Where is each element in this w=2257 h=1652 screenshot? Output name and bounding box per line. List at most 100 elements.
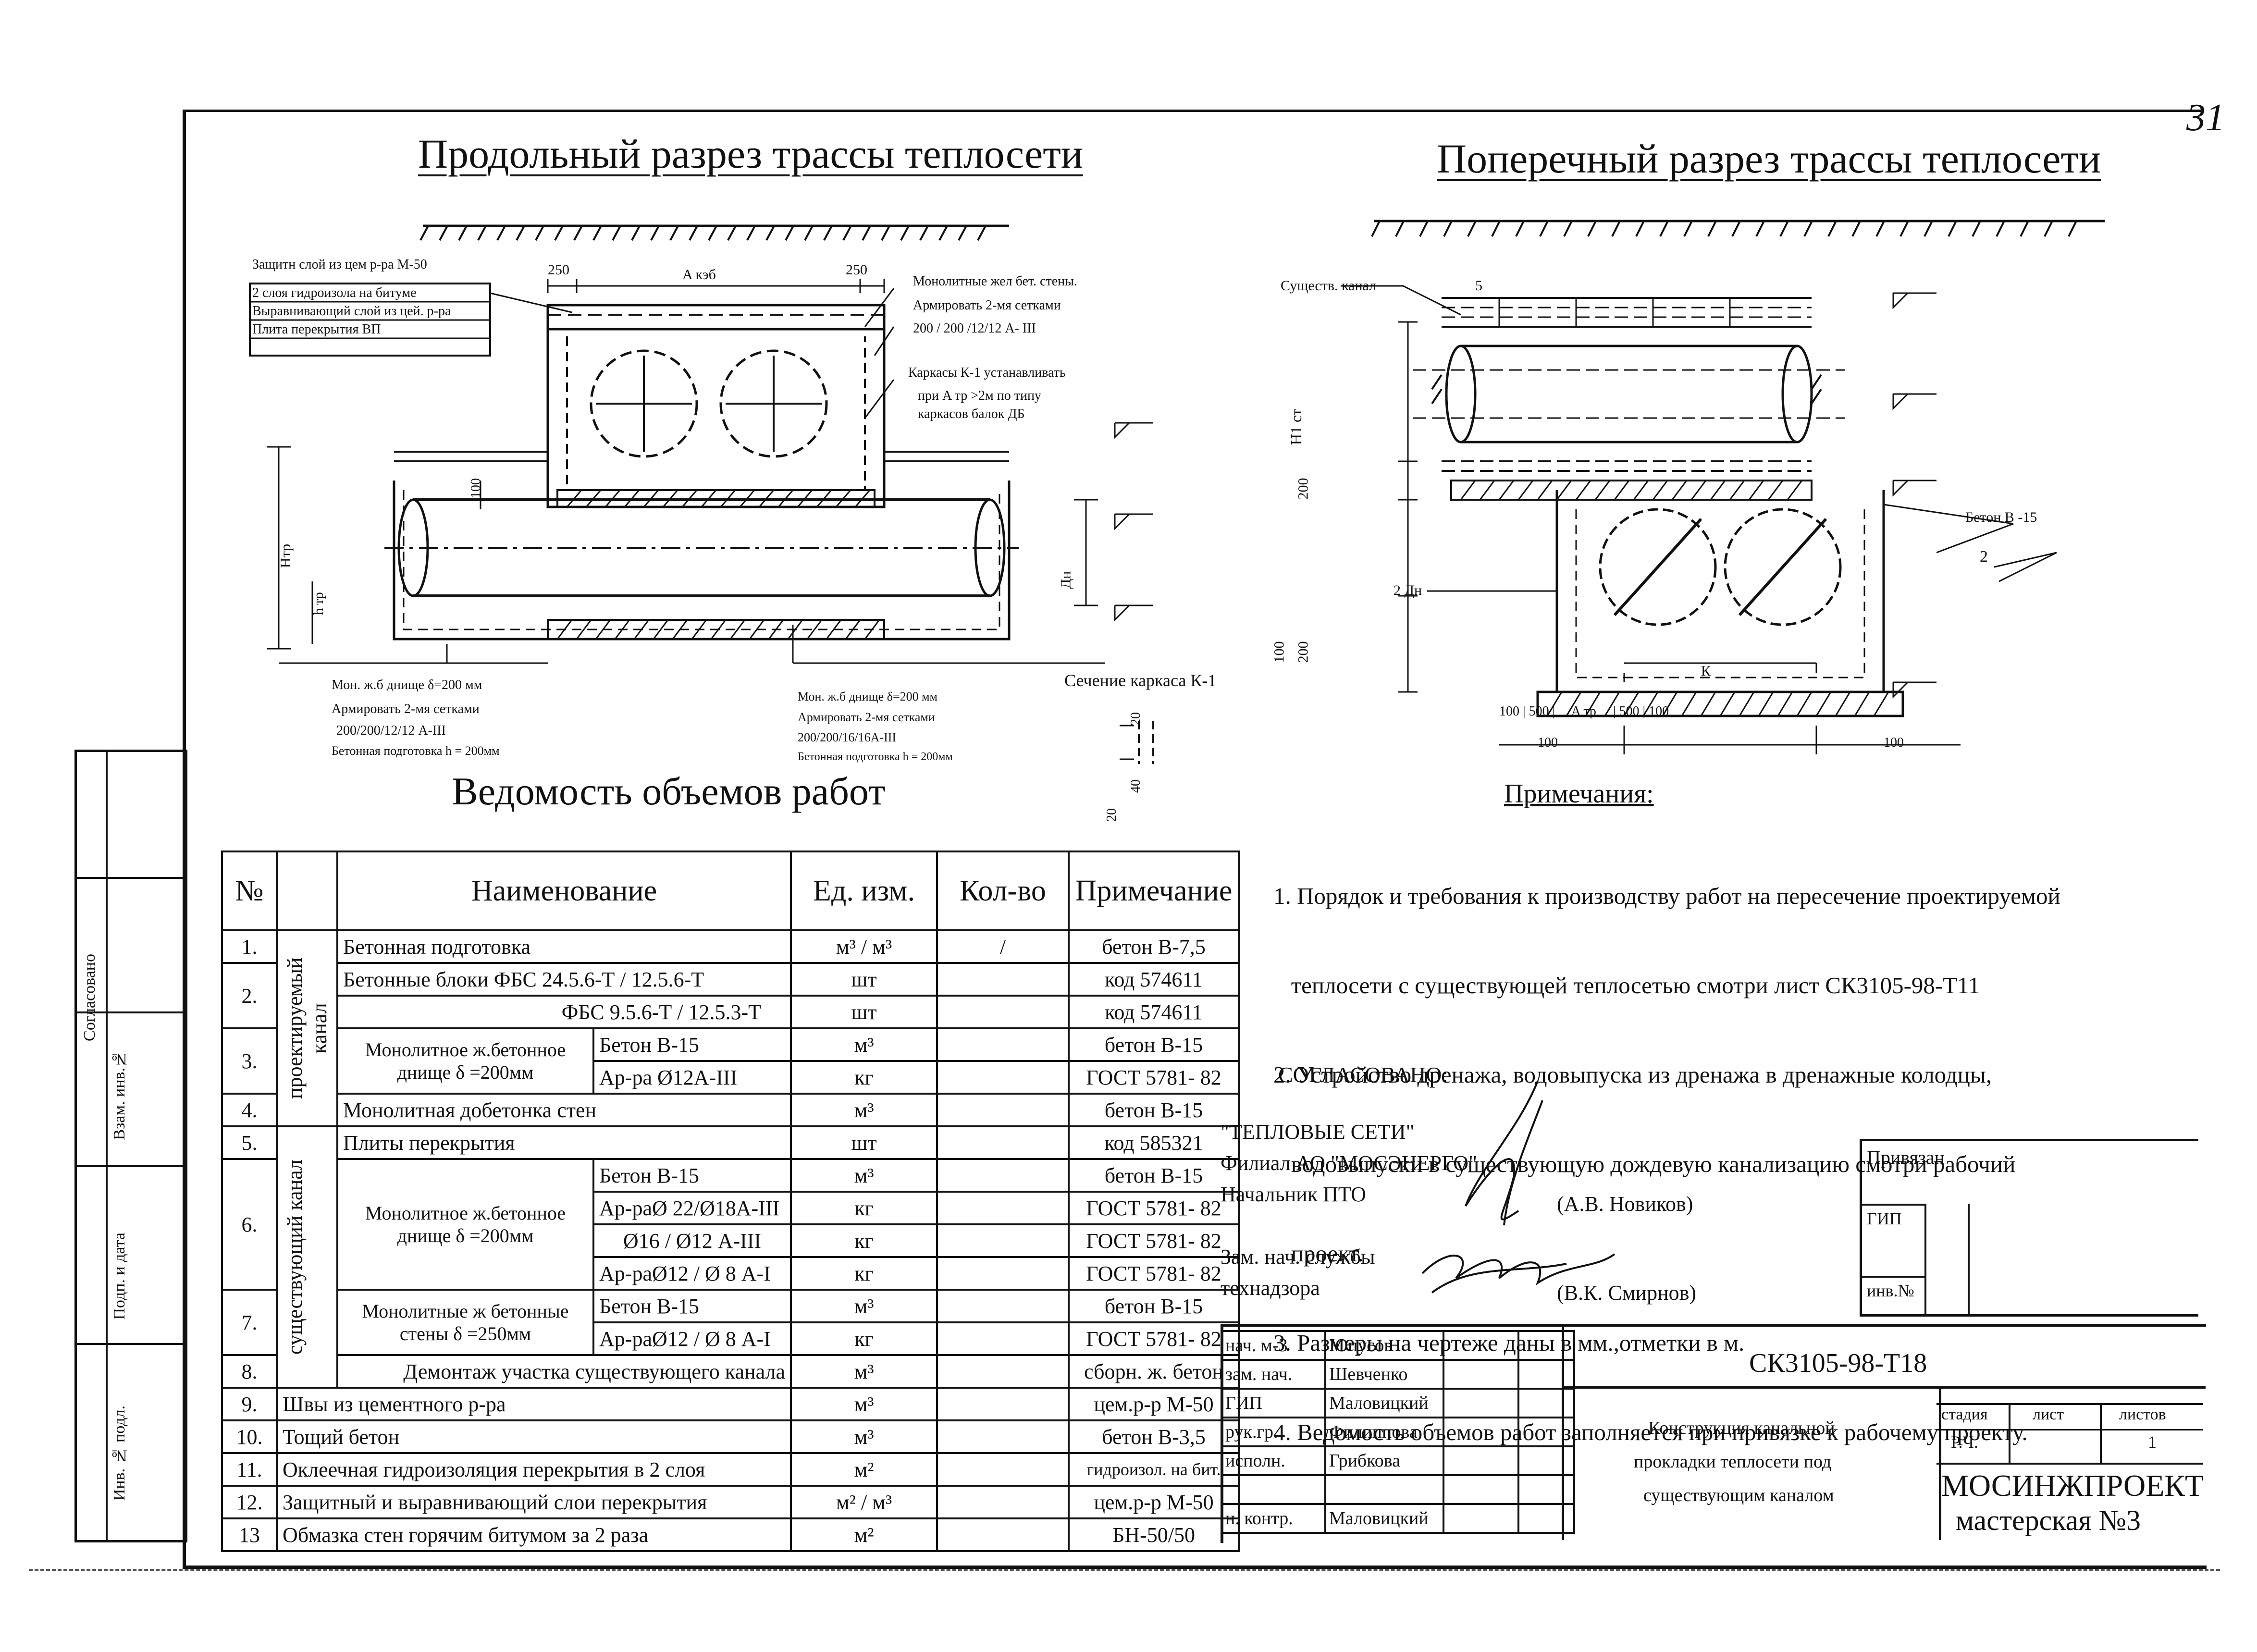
table-row: 9. Швы из цементного р-ра м³ цем.р-р М-5… <box>221 1387 1240 1421</box>
binding-title: Привязан <box>1867 1147 1945 1168</box>
dim-200b: 200 <box>1295 641 1311 663</box>
stamp-code: СК3105-98-Т18 <box>1749 1348 1927 1378</box>
dim-100-cross: 100 <box>1271 641 1287 663</box>
stamp-stage-value: Р.Ч. <box>1951 1432 1978 1452</box>
approval-org-1: "ТЕПЛОВЫЕ СЕТИ" <box>1221 1120 1415 1144</box>
dim-k: К <box>1701 663 1711 679</box>
stamp-row: зам. нач.Шевченко <box>1221 1359 1575 1390</box>
dim-h-tr: Hтр <box>278 543 294 568</box>
stamp-sheets-header: листов <box>2119 1405 2166 1423</box>
table-row: 12. Защитный и выравнивающий слои перекр… <box>221 1485 1240 1519</box>
dim-span: A кэб <box>682 267 716 283</box>
section-dim-40: 40 <box>1128 779 1143 793</box>
approval-role-2a: Зам. нач. службы <box>1221 1245 1375 1269</box>
stamp-row: исполн.Грибкова <box>1221 1445 1575 1476</box>
signature-scribbles <box>1421 1081 1616 1294</box>
stamp-row: рук.гр.Филиппова <box>1221 1417 1575 1447</box>
header-unit: Ед. изм. <box>790 851 938 931</box>
binding-box: Привязан ГИП инв.№ <box>1860 1139 2198 1317</box>
table-row: 7. Монолитные ж бетонные стены δ =250мм … <box>221 1289 1240 1356</box>
stamp-stage-grid <box>1936 1403 2203 1465</box>
stamp-desc-2: прокладки теплосети под <box>1634 1452 1832 1472</box>
dim-dn: Дн <box>1058 571 1074 589</box>
table-row: 6. Монолитное ж.бетонное днище δ =200мм … <box>221 1158 1240 1291</box>
binding-row-gip: ГИП <box>1867 1209 1902 1228</box>
approval-org-2: Филиал АО "МОСЭНЕРГО" <box>1221 1151 1478 1175</box>
longitudinal-section-drawing <box>249 224 1154 764</box>
table-row: 10. Тощий бетон м³ бетон В-3,5 <box>221 1419 1240 1454</box>
table-row: ФБС 9.5.6-Т / 12.5.3-Т шт код 574611 <box>222 995 1240 1029</box>
section-k1-title: Сечение каркаса К-1 <box>1064 671 1217 690</box>
group-label-existing: существующий канал <box>283 1159 307 1355</box>
side-label-inv-no: Инв. № подл. <box>111 1405 128 1501</box>
top-frame-line <box>183 110 2203 112</box>
dim-200a: 200 <box>1295 478 1311 500</box>
bottom-right-note-3: 200/200/16/16А-III <box>798 730 897 744</box>
bottom-left-note-2: Армировать 2-мя сетками <box>332 702 480 716</box>
section-dim-20b: 20 <box>1104 808 1119 822</box>
table-row: 13 Обмазка стен горячим битумом за 2 раз… <box>221 1517 1240 1552</box>
dim-100: 100 <box>469 478 483 498</box>
notes-list: 1. Порядок и требования к производству р… <box>1273 822 2060 1477</box>
table-row: 3. Монолитное ж.бетонное днище δ =200мм … <box>221 1027 1240 1095</box>
bottom-right-note-1: Мон. ж.б днище δ=200 мм <box>798 690 938 703</box>
dim-2dn: 2 Дн <box>1394 582 1422 598</box>
section-dim-20a: 20 <box>1128 712 1143 726</box>
layer-label-leveling: Выравнивающий слой из цей. р-ра <box>252 304 451 319</box>
dim-250-right: 250 <box>846 262 867 278</box>
note-line: проект. <box>1273 1240 1364 1267</box>
binding-row-inv: инв.№ <box>1867 1281 1914 1300</box>
label-mark-2: 2 <box>1980 548 1988 566</box>
table-row: 11. Оклеечная гидроизоляция перекрытия в… <box>221 1452 1240 1487</box>
title-longitudinal: Продольный разрез трассы теплосети <box>418 131 1083 177</box>
table-row: Ар-раØ12 / Ø 8 А-I кг ГОСТ 5781- 82 <box>222 1256 1240 1291</box>
table-row: 4. Монолитная добетонка стен м³ бетон В-… <box>221 1093 1240 1127</box>
note-line: водовыпуски в существующую дождевую кана… <box>1273 1151 2016 1177</box>
agreed-label: СОГЛАСОВАНО: <box>1278 1062 1448 1087</box>
group-label-projected: проектируемый канал <box>283 957 331 1099</box>
dim-250-left: 250 <box>548 262 569 278</box>
stamp-org: МОСИНЖПРОЕКТ <box>1941 1468 2204 1503</box>
label-existing-channel: Существ. канал <box>1281 278 1377 294</box>
layer-label-waterproof: 2 слоя гидроизола на битуме <box>252 285 417 300</box>
side-approval-block: Согласовано Взам. инв.№ Подп. и дата Инв… <box>74 750 187 1542</box>
bottom-left-note-4: Бетонная подготовка h = 200мм <box>332 744 500 758</box>
notes-title: Примечания: <box>1504 779 1654 809</box>
drawing-frame <box>183 110 2207 1569</box>
dim-h1: H1 ст <box>1287 408 1305 445</box>
stamp-stage-header: стадия <box>1941 1405 1988 1423</box>
table-row: Ø16 / Ø12 А-III кг ГОСТ 5781- 82 <box>222 1223 1240 1258</box>
bottom-dim-100-right: 100 <box>1884 735 1904 750</box>
label-concrete-b15: Бетон В -15 <box>1965 509 2037 525</box>
table-row: Ар-раØ 22/Ø18А-III кг ГОСТ 5781- 82 <box>222 1191 1240 1225</box>
layer-label-protective: Защитн слой из цем р-ра М-50 <box>252 257 427 272</box>
table-row: 2. Бетонные блоки ФБС 24.5.6-Т / 12.5.6-… <box>221 962 1240 1029</box>
stamp-workshop: мастерская №3 <box>1956 1504 2141 1536</box>
cross-section-drawing <box>1341 220 2105 754</box>
dim-h-tr-small: h тр <box>311 592 326 615</box>
scan-bottom-edge <box>29 1569 2220 1571</box>
label-reinforce-walls: Армировать 2-мя сетками <box>913 298 1061 313</box>
side-label-replaced: Взам. инв.№ <box>111 1050 128 1140</box>
note-line: 2. Устройство дренажа, водовыпуска из др… <box>1273 1061 1992 1088</box>
bottom-left-note-3: 200/200/12/12 А-III <box>336 723 446 738</box>
header-no: № <box>221 851 278 931</box>
bottom-left-note-1: Мон. ж.б днище δ=200 мм <box>332 678 482 692</box>
bottom-dim-chain: 100 | 500 | A тр | 500 | 100 <box>1499 704 1669 719</box>
table-row: Ар-раØ12 / Ø 8 А-I кг ГОСТ 5781- 82 <box>222 1321 1240 1356</box>
label-monolith-walls: Монолитные жел бет. стены. <box>913 274 1077 289</box>
dim-5: 5 <box>1475 278 1482 294</box>
label-frames-2: при A тр >2м по типу <box>918 388 1041 403</box>
label-frames-1: Каркасы К-1 устанавливать <box>908 365 1066 380</box>
header-qty: Кол-во <box>936 851 1070 931</box>
side-label-agreed: Согласовано <box>81 954 99 1041</box>
stamp-row <box>1221 1474 1575 1505</box>
bottom-dim-100-left: 100 <box>1538 735 1558 750</box>
header-note: Примечание <box>1068 851 1240 931</box>
side-label-sign-date: Подп. и дата <box>111 1233 128 1320</box>
page-number: 31 <box>2186 97 2225 139</box>
works-table: № Наименование Ед. изм. Кол-во Примечани… <box>221 851 1240 1552</box>
